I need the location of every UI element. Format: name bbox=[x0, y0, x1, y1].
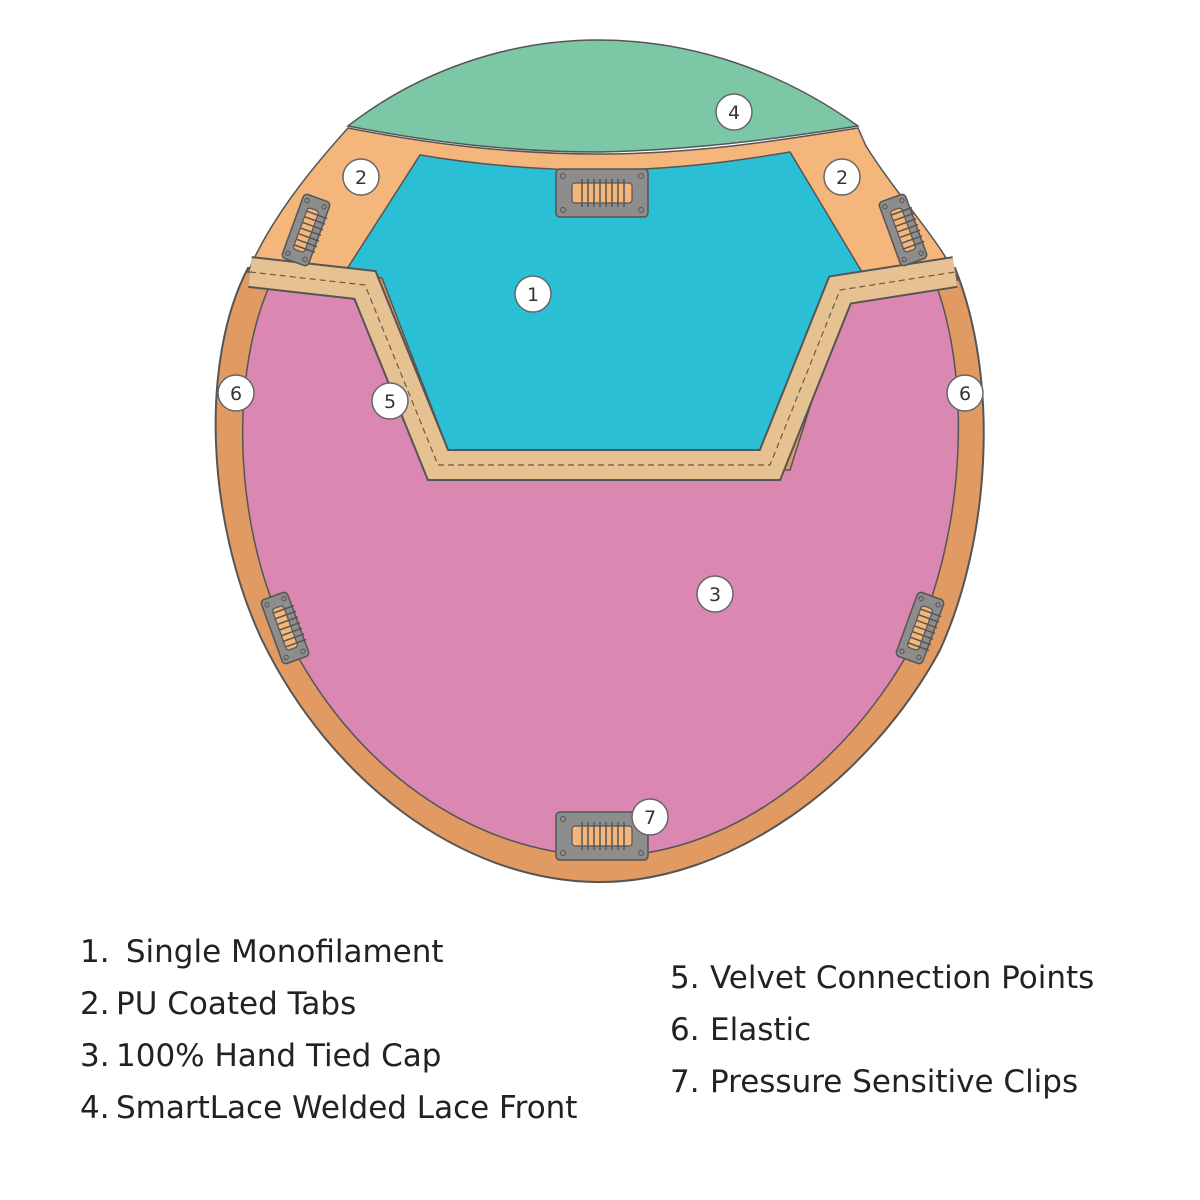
legend-text: Elastic bbox=[710, 1012, 812, 1048]
legend-number: 3. bbox=[80, 1038, 110, 1074]
legend-number: 2. bbox=[80, 986, 110, 1022]
marker-1: 1 bbox=[514, 275, 552, 313]
marker-5: 5 bbox=[371, 382, 409, 420]
legend-text: Velvet Connection Points bbox=[710, 960, 1095, 996]
legend-item: 3.100% Hand Tied Cap bbox=[80, 1030, 577, 1082]
legend-number: 1. bbox=[80, 934, 110, 970]
legend-number: 5. bbox=[670, 960, 700, 996]
legend-left: 1. Single Monofilament 2.PU Coated Tabs … bbox=[80, 926, 577, 1134]
svg-text:6: 6 bbox=[230, 383, 242, 405]
legend-text: SmartLace Welded Lace Front bbox=[116, 1090, 578, 1126]
legend-number: 6. bbox=[670, 1012, 700, 1048]
marker-6-left: 6 bbox=[217, 374, 255, 412]
svg-text:5: 5 bbox=[384, 391, 396, 413]
legend-item: 7. Pressure Sensitive Clips bbox=[670, 1056, 1094, 1108]
legend-item: 6. Elastic bbox=[670, 1004, 1094, 1056]
svg-text:3: 3 bbox=[709, 584, 721, 606]
wig-cap-diagram: 1 2 2 3 4 5 6 6 7 bbox=[214, 39, 985, 884]
marker-4: 4 bbox=[715, 93, 753, 131]
legend-item: 5. Velvet Connection Points bbox=[670, 952, 1094, 1004]
svg-text:1: 1 bbox=[527, 284, 539, 306]
region-smartlace bbox=[346, 39, 860, 153]
svg-text:7: 7 bbox=[644, 807, 656, 829]
svg-text:4: 4 bbox=[728, 102, 740, 124]
marker-2-right: 2 bbox=[823, 158, 861, 196]
svg-text:6: 6 bbox=[959, 383, 971, 405]
legend-text: Single Monofilament bbox=[125, 934, 444, 970]
marker-7: 7 bbox=[631, 798, 669, 836]
legend-right: 5. Velvet Connection Points 6. Elastic 7. P… bbox=[670, 952, 1094, 1108]
marker-3: 3 bbox=[696, 575, 734, 613]
legend-number: 7. bbox=[670, 1064, 700, 1100]
legend-text: Pressure Sensitive Clips bbox=[710, 1064, 1079, 1100]
legend-text: 100% Hand Tied Cap bbox=[116, 1038, 442, 1074]
svg-text:2: 2 bbox=[836, 167, 848, 189]
marker-2-left: 2 bbox=[342, 158, 380, 196]
legend-item: 2.PU Coated Tabs bbox=[80, 978, 577, 1030]
legend-number: 4. bbox=[80, 1090, 110, 1126]
legend-item: 1. Single Monofilament bbox=[80, 926, 577, 978]
legend-text: PU Coated Tabs bbox=[116, 986, 357, 1022]
velvet-stitching bbox=[249, 271, 956, 466]
marker-6-right: 6 bbox=[946, 374, 984, 412]
svg-text:2: 2 bbox=[355, 167, 367, 189]
legend-item: 4.SmartLace Welded Lace Front bbox=[80, 1082, 577, 1134]
